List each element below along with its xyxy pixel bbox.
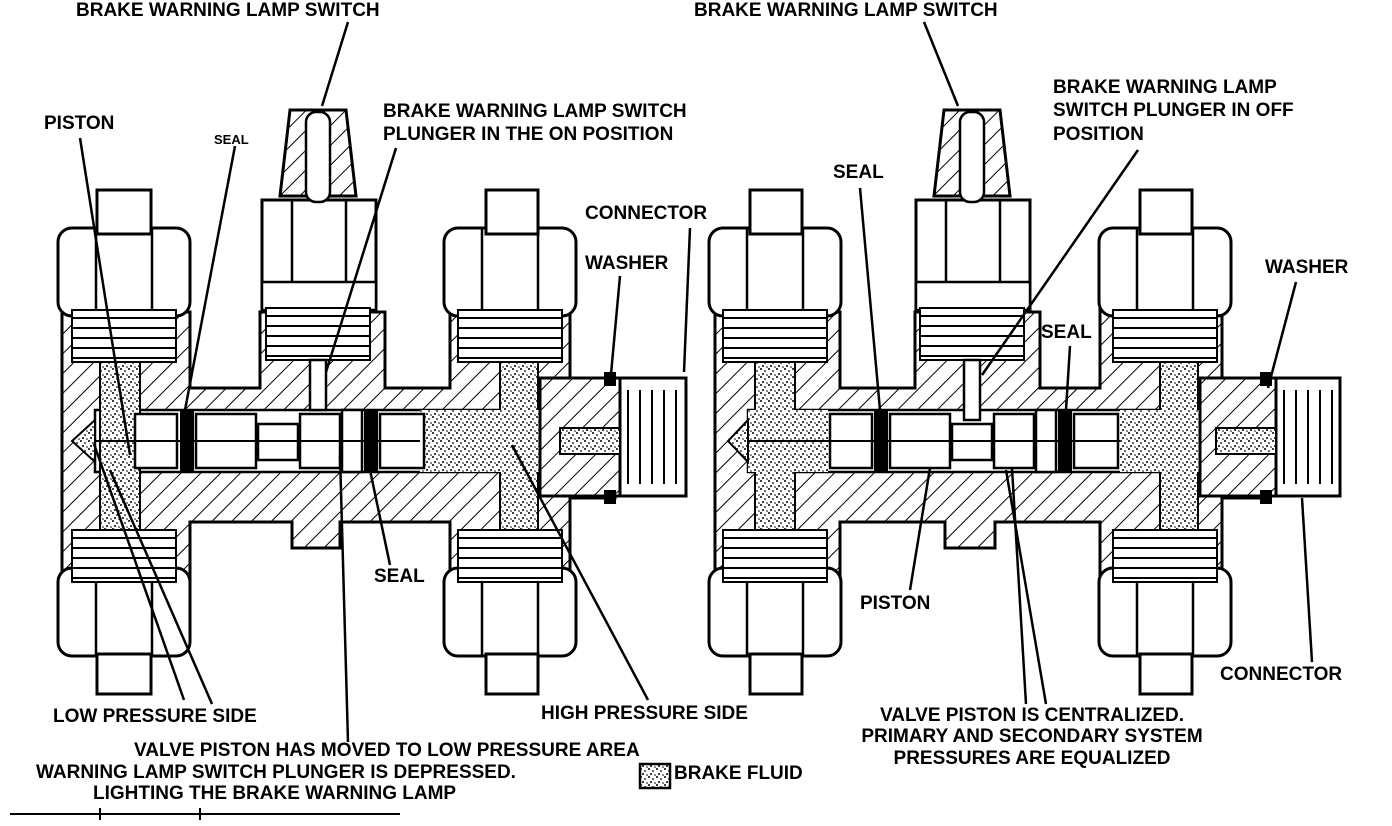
brake-fluid-legend-label: BRAKE FLUID (674, 763, 803, 784)
left-plunger-label-1: BRAKE WARNING LAMP SWITCH (383, 101, 687, 122)
right-caption-line-2: PRIMARY AND SECONDARY SYSTEM (861, 726, 1203, 747)
left-washer-label: WASHER (585, 253, 669, 274)
leader-lines (78, 21, 1314, 743)
scale-bar (10, 808, 400, 820)
right-seal-right-label: SEAL (1041, 322, 1092, 343)
right-connector-label: CONNECTOR (1220, 664, 1343, 685)
right-valve (707, 108, 1342, 696)
left-caption-line-2: WARNING LAMP SWITCH PLUNGER IS DEPRESSED… (36, 762, 516, 783)
right-piston-label: PISTON (860, 593, 931, 614)
left-plunger (308, 358, 328, 412)
right-caption-line-1: VALVE PISTON IS CENTRALIZED. (879, 705, 1185, 726)
left-caption-line-3: LIGHTING THE BRAKE WARNING LAMP (93, 783, 457, 804)
right-seal-left-label: SEAL (833, 162, 884, 183)
high-pressure-side-label: HIGH PRESSURE SIDE (541, 703, 748, 724)
left-brake-switch-label: BRAKE WARNING LAMP SWITCH (76, 0, 380, 21)
right-plunger-label-2: SWITCH PLUNGER IN OFF (1053, 100, 1294, 121)
right-plunger (962, 358, 982, 422)
left-valve (56, 108, 688, 696)
right-caption-line-3: PRESSURES ARE EQUALIZED (893, 748, 1171, 769)
right-brake-switch-label: BRAKE WARNING LAMP SWITCH (694, 0, 998, 21)
left-caption-line-1: VALVE PISTON HAS MOVED TO LOW PRESSURE A… (134, 740, 640, 761)
brake-fluid-swatch (638, 762, 672, 790)
low-pressure-side-label: LOW PRESSURE SIDE (53, 706, 257, 727)
left-seal-bottom-label: SEAL (374, 566, 425, 587)
left-seal-top-label: SEAL (214, 132, 249, 147)
right-plunger-label-1: BRAKE WARNING LAMP (1053, 77, 1277, 98)
left-plunger-label-2: PLUNGER IN THE ON POSITION (383, 124, 674, 145)
left-piston-label: PISTON (44, 113, 115, 134)
left-connector-label: CONNECTOR (585, 203, 708, 224)
right-washer-label: WASHER (1265, 257, 1349, 278)
right-plunger-label-3: POSITION (1053, 124, 1144, 145)
